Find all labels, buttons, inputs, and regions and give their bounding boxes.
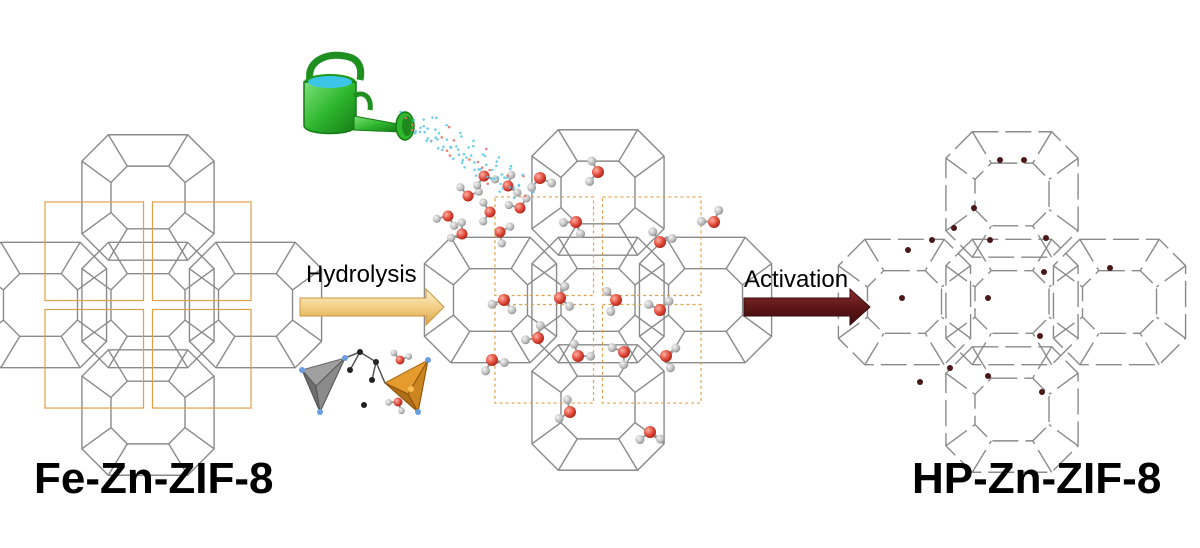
activation-arrow	[744, 289, 870, 325]
hp-zn-zif8-framework	[838, 132, 1185, 472]
left-framework-label: Fe-Zn-ZIF-8	[34, 454, 274, 504]
tetrahedron-icon	[299, 349, 431, 415]
hydrolyzed-framework	[424, 130, 771, 470]
hydrolysis-label: Hydrolysis	[306, 261, 417, 289]
water-spray	[399, 111, 534, 248]
watering-can-icon	[304, 55, 414, 140]
right-framework-label: HP-Zn-ZIF-8	[912, 454, 1161, 504]
activation-label: Activation	[744, 266, 848, 294]
fe-zn-zif8-framework	[0, 135, 322, 475]
